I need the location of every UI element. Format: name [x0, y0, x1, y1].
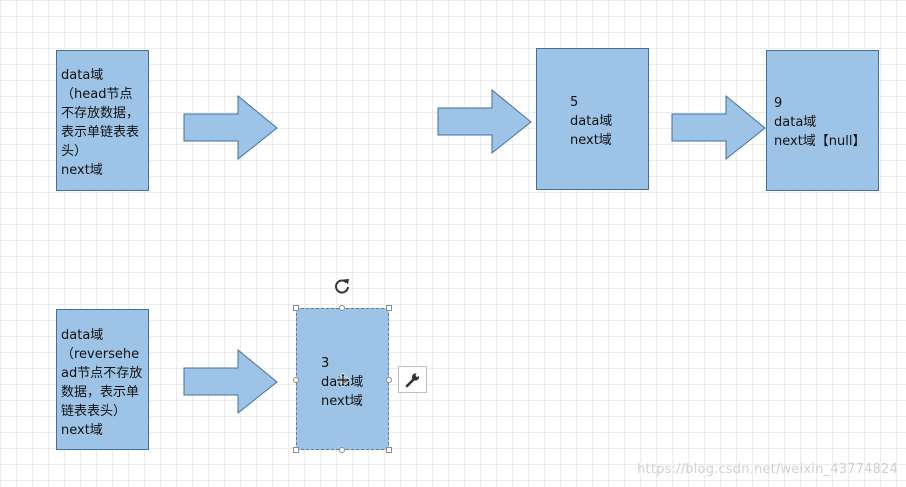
arrow-right-2	[437, 89, 532, 155]
node-5[interactable]: 5 data域 next域	[536, 48, 649, 190]
watermark: https://blog.csdn.net/weixin_43774824	[637, 462, 898, 477]
resize-handle-bottom-right[interactable]	[386, 447, 392, 453]
arrow-right-3	[671, 95, 766, 161]
resize-handle-bottom[interactable]	[339, 447, 345, 453]
layout-options-button[interactable]	[398, 366, 427, 393]
node-9[interactable]: 9 data域 next域【null】	[766, 50, 879, 191]
resize-handle-top[interactable]	[339, 305, 345, 311]
reversehead-node[interactable]: data域 （reversehead节点不存放数据，表示单链表表头） next域	[56, 309, 149, 450]
reversehead-node-text: data域 （reversehead节点不存放数据，表示单链表表头） next域	[61, 328, 143, 438]
wrench-icon	[405, 373, 420, 388]
node-5-text: 5 data域 next域	[570, 95, 613, 148]
node-3-text: 3 data域 next域	[321, 356, 363, 409]
head-node-text: data域 （head节点不存放数据，表示单链表表头） next域	[61, 68, 140, 178]
head-node[interactable]: data域 （head节点不存放数据，表示单链表表头） next域	[56, 50, 149, 191]
resize-handle-top-left[interactable]	[293, 305, 299, 311]
resize-handle-left[interactable]	[293, 377, 299, 383]
move-cursor-icon	[336, 373, 350, 387]
node-9-text: 9 data域 next域【null】	[774, 96, 866, 149]
arrow-right-1	[183, 95, 278, 161]
rotate-icon[interactable]	[333, 277, 351, 295]
resize-handle-top-right[interactable]	[386, 305, 392, 311]
resize-handle-bottom-left[interactable]	[293, 447, 299, 453]
resize-handle-right[interactable]	[386, 377, 392, 383]
arrow-right-4	[183, 349, 278, 415]
